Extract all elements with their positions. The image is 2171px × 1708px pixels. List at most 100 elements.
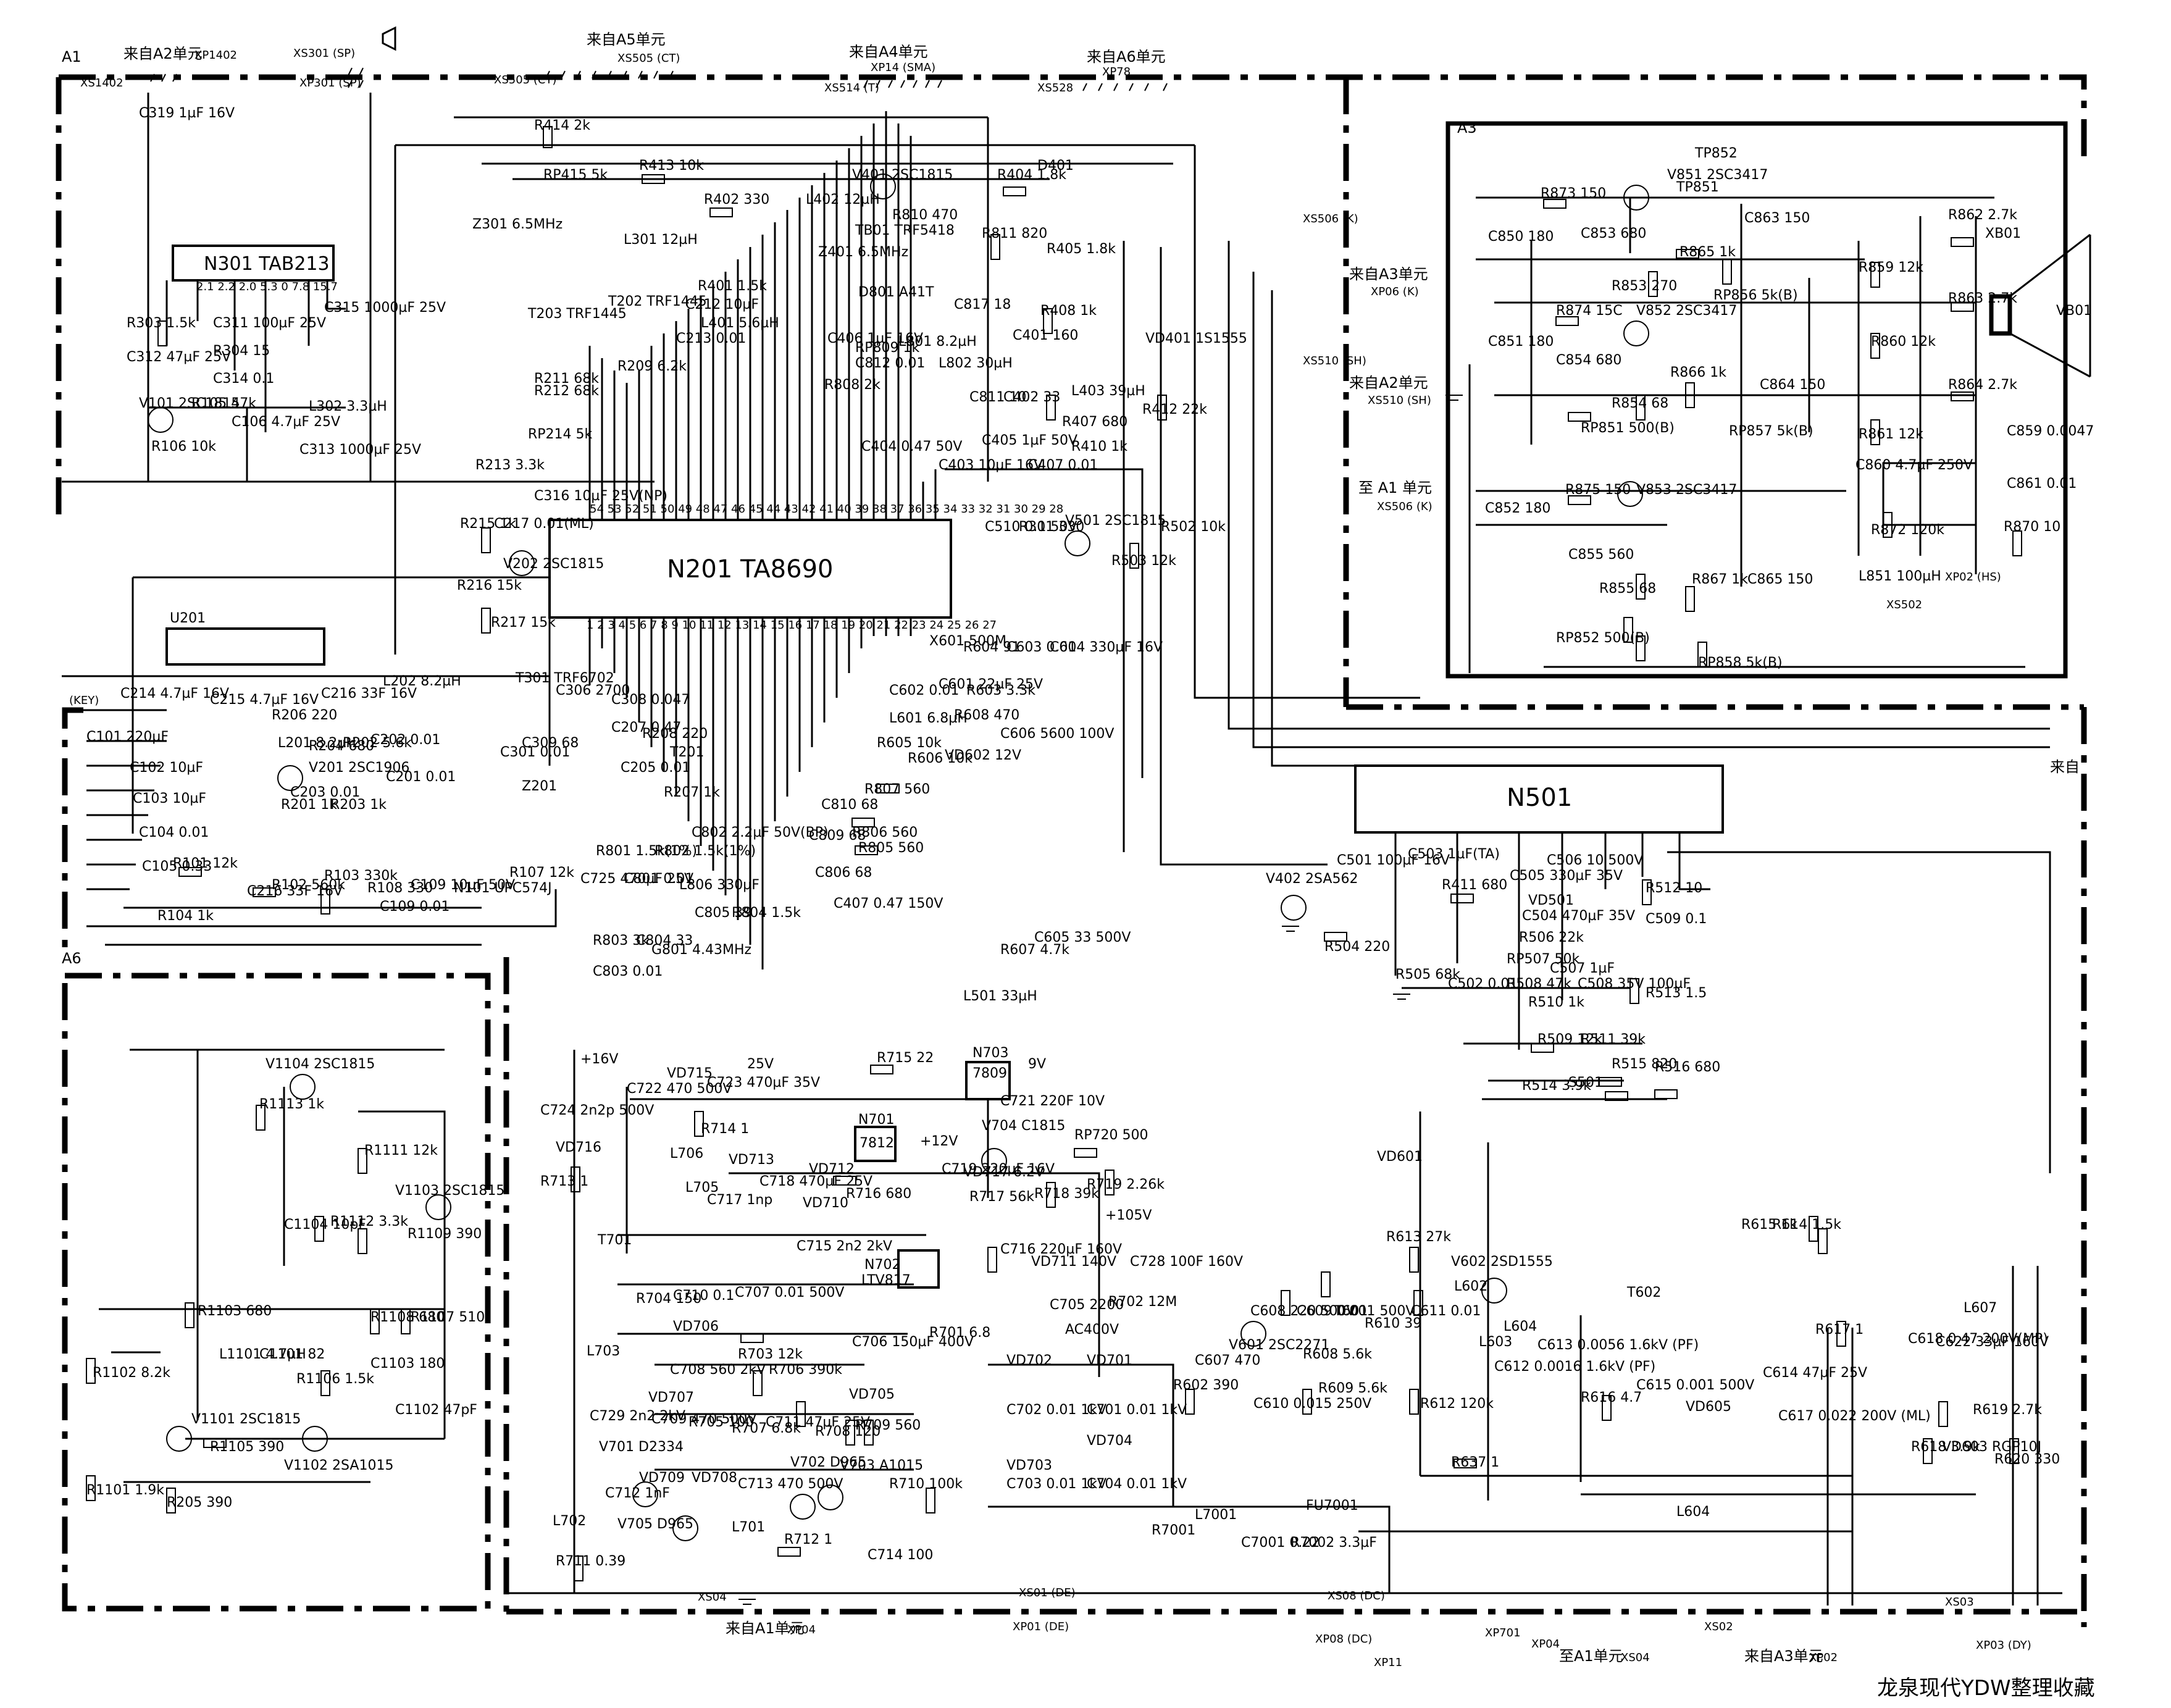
component-label-x601: X601 500M bbox=[929, 634, 1006, 649]
component-label-r709: R709 560 bbox=[855, 1418, 921, 1433]
component-label-r609: R609 5.6k bbox=[1318, 1381, 1387, 1396]
component-label-c610: C610 0.015 250V bbox=[1253, 1396, 1371, 1412]
component-label-r875: R875 150 bbox=[1565, 482, 1631, 498]
component-label-c505: C505 330µF 35V bbox=[1510, 868, 1623, 884]
component-label-c728: C728 100F 160V bbox=[1130, 1254, 1243, 1270]
header-a3-in: 来自A3单元 bbox=[1349, 266, 1428, 283]
component-label-d801: D801 A41T bbox=[858, 285, 934, 300]
component-label-r637: R637 1 bbox=[1451, 1455, 1499, 1470]
component-label-c702: C702 0.01 1kV bbox=[1006, 1402, 1106, 1418]
ic-n201-label: N201 TA8690 bbox=[667, 555, 833, 584]
component-label-c852: C852 180 bbox=[1485, 501, 1550, 516]
header-xp04b: XP04 bbox=[1531, 1638, 1560, 1651]
ic-n701-part: 7812 bbox=[860, 1136, 894, 1151]
component-label-c864: C864 150 bbox=[1760, 377, 1825, 393]
a6-border bbox=[62, 973, 491, 1612]
component-label-vd709: VD709 bbox=[639, 1470, 685, 1486]
component-label-vd713: VD713 bbox=[729, 1152, 774, 1168]
header-xp701: XP701 bbox=[1485, 1626, 1521, 1639]
component-label-c812: C812 0.01 bbox=[855, 356, 925, 371]
component-label-c714: C714 100 bbox=[868, 1547, 933, 1563]
component-label-r870: R870 10 bbox=[2004, 519, 2060, 535]
component-label-c306: C306 2700 bbox=[556, 683, 630, 698]
component-label-r616: R616 4.7 bbox=[1581, 1390, 1642, 1405]
component-label-c609: C609 0.001 500V bbox=[1297, 1304, 1415, 1319]
header-to-a1b: 至A1单元 bbox=[1559, 1647, 1623, 1665]
header-xs08: XS08 (DC) bbox=[1328, 1589, 1385, 1602]
header-a4-in: 来自A4单元 bbox=[849, 43, 928, 61]
component-label-c7001: C7001 0.22 bbox=[1241, 1535, 1320, 1551]
component-label-vd602: VD602 12V bbox=[945, 748, 1021, 763]
component-label-c701: C701 0.01 1kV bbox=[1087, 1402, 1187, 1418]
component-label-r718: R718 39k bbox=[1034, 1186, 1099, 1202]
component-label-vd702: VD702 bbox=[1006, 1353, 1052, 1368]
component-label-r102: R102 560k bbox=[272, 877, 345, 893]
component-label-r405: R405 1.8k bbox=[1047, 241, 1116, 257]
component-label-r411: R411 680 bbox=[1442, 877, 1507, 893]
header-xs505: XS505 (CT) bbox=[494, 73, 556, 86]
component-label-r710: R710 100k bbox=[889, 1476, 963, 1492]
component-label-rp507: RP507 50k bbox=[1507, 952, 1580, 967]
component-label-t301: T301 TRF6702 bbox=[515, 671, 614, 686]
component-label-r717: R717 56k bbox=[969, 1189, 1034, 1205]
component-label-r808: R808 2k bbox=[824, 377, 881, 393]
component-label-t701: T701 bbox=[597, 1233, 632, 1248]
supply-ac400: AC400V bbox=[1065, 1322, 1119, 1338]
component-label-c861: C861 0.01 bbox=[2007, 476, 2077, 492]
header-xs03: XS03 bbox=[1945, 1596, 1974, 1609]
crt-socket bbox=[1989, 294, 2012, 336]
component-label-r863: R863 2.7k bbox=[1948, 291, 2017, 306]
component-label-l202: L202 8.2µH bbox=[383, 674, 461, 689]
component-label-r303: R303 1.5k bbox=[127, 316, 196, 331]
supply-12v: +12V bbox=[920, 1134, 958, 1149]
header-xs506k2: XS506 (K) bbox=[1377, 500, 1433, 513]
component-label-r1107: R1107 510 bbox=[411, 1310, 485, 1325]
component-label-c101: C101 220µF bbox=[86, 729, 169, 745]
component-label-vd706: VD706 bbox=[673, 1319, 719, 1334]
component-label-r806: R806 560 bbox=[852, 825, 918, 840]
component-label-v601: V601 2SC2271 bbox=[1229, 1338, 1329, 1353]
component-label-r804: R804 1.5k bbox=[732, 905, 801, 921]
header-xp1402: XP1402 bbox=[195, 49, 237, 62]
header-to-a1: 至 A1 单元 bbox=[1358, 479, 1432, 496]
component-label-vd710: VD710 bbox=[803, 1195, 848, 1211]
component-label-c1101: C1101 82 bbox=[259, 1347, 325, 1362]
header-xp01: XP01 (DE) bbox=[1013, 1620, 1069, 1633]
component-label-l706: L706 bbox=[670, 1146, 703, 1162]
component-label-c605: C605 33 500V bbox=[1034, 930, 1131, 945]
header-xs510: XS510 (SH) bbox=[1303, 354, 1366, 367]
component-label-c401: C401 160 bbox=[1013, 328, 1078, 343]
component-label-c614: C614 47µF 25V bbox=[1763, 1365, 1867, 1381]
component-label-r217: R217 15k bbox=[491, 615, 556, 630]
component-label-l301: L301 12µH bbox=[624, 232, 698, 248]
component-label-r874: R874 15C bbox=[1556, 303, 1623, 319]
component-label-l702: L702 bbox=[553, 1513, 586, 1529]
component-label-r872: R872 120k bbox=[1871, 522, 1944, 538]
component-label-c405: C405 1µF 50V bbox=[982, 433, 1077, 448]
component-label-t201: T201 bbox=[669, 745, 704, 760]
header-xs528: XS528 bbox=[1037, 82, 1073, 94]
component-label-r106: R106 10k bbox=[151, 439, 216, 454]
component-label-r708: R708 120 bbox=[815, 1424, 881, 1439]
component-label-c215: C215 4.7µF 16V bbox=[210, 692, 319, 708]
component-label-v602: V602 2SD1555 bbox=[1451, 1254, 1553, 1270]
component-label-c722: C722 470 500V bbox=[627, 1081, 732, 1097]
ic-n501-label: N501 bbox=[1507, 784, 1572, 812]
header-a2-in2: 来自A2单元 bbox=[1349, 374, 1428, 391]
a3-border bbox=[1445, 121, 2068, 679]
component-label-l401: L401 5.6µH bbox=[701, 316, 779, 331]
component-label-r7002: R7002 3.3µF bbox=[1290, 1535, 1377, 1551]
component-label-r613: R613 27k bbox=[1386, 1229, 1451, 1245]
component-label-c314: C314 0.1 bbox=[213, 371, 274, 387]
crt-neck bbox=[2009, 233, 2091, 378]
component-label-r512: R512 10 bbox=[1646, 881, 1702, 896]
component-label-rp851: RP851 500(B) bbox=[1581, 421, 1675, 436]
transistors bbox=[148, 174, 1649, 1541]
component-label-c104: C104 0.01 bbox=[139, 825, 209, 840]
component-label-c604: C604 330µF 16V bbox=[1050, 640, 1163, 655]
component-label-c502: C502 0.01 bbox=[1448, 976, 1518, 992]
component-label-l403: L403 39µH bbox=[1071, 383, 1145, 399]
component-label-z201: Z201 bbox=[522, 779, 557, 794]
component-label-vd716: VD716 bbox=[556, 1140, 601, 1155]
component-label-r211: R211 68k bbox=[534, 371, 599, 387]
